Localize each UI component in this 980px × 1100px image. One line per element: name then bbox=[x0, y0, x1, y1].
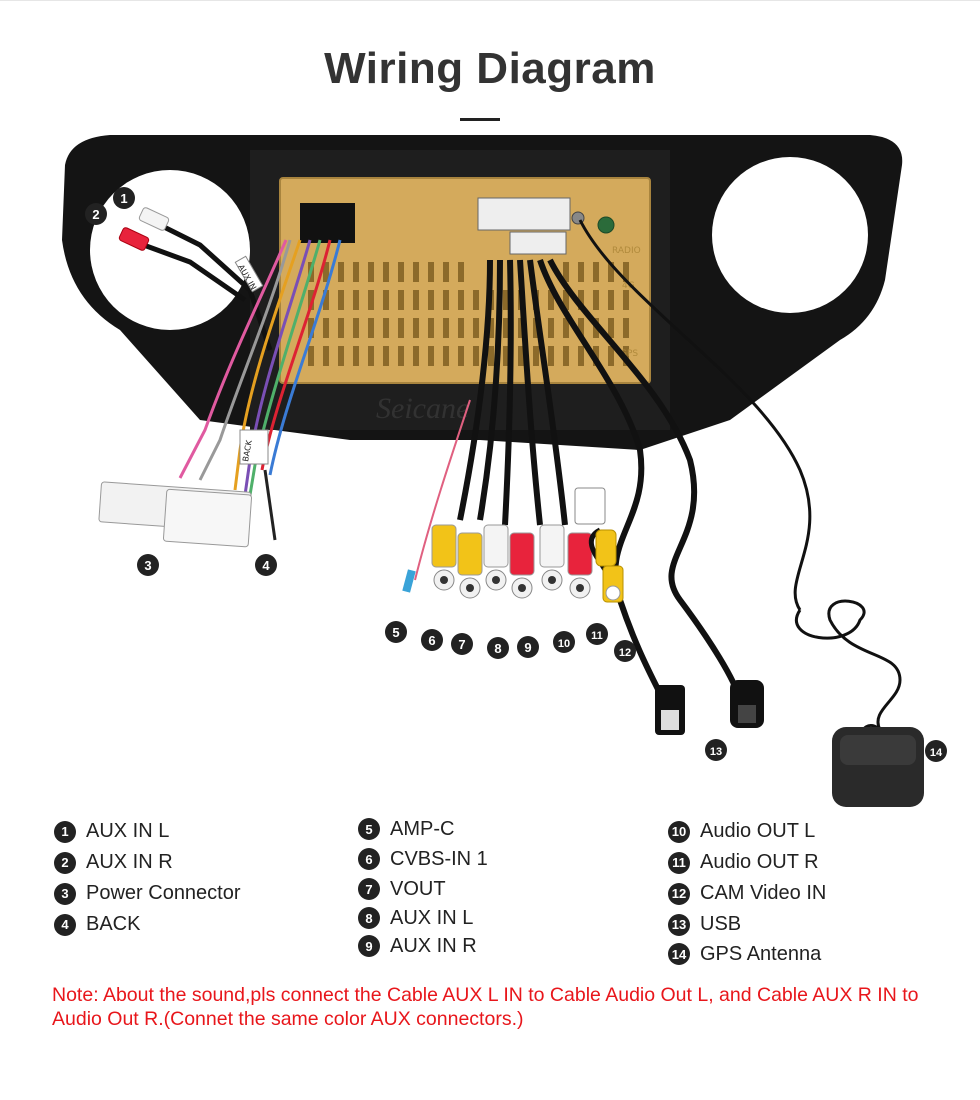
legend-label: Audio OUT L bbox=[700, 820, 816, 842]
page-title: Wiring Diagram bbox=[324, 44, 656, 93]
legend-item: 14 GPS Antenna bbox=[668, 940, 826, 968]
legend-item: 11 Audio OUT R bbox=[668, 847, 826, 878]
legend-item: 1 AUX IN L bbox=[54, 816, 241, 847]
av-cable-bundle bbox=[402, 259, 593, 599]
marker-10: 10 bbox=[553, 631, 575, 653]
legend-number-badge: 10 bbox=[668, 820, 690, 843]
legend-number-badge: 3 bbox=[54, 882, 76, 905]
svg-text:10: 10 bbox=[558, 638, 570, 650]
legend-number-badge: 1 bbox=[54, 820, 76, 843]
svg-text:3: 3 bbox=[144, 558, 151, 573]
marker-11: 11 bbox=[586, 623, 608, 645]
wiring-diagram-illustration: RADIO 4G GPS Seicane AUX IN L BACK bbox=[62, 135, 947, 807]
4g-port-label: 4G bbox=[622, 281, 635, 291]
legend-item: 7 VOUT bbox=[358, 874, 488, 904]
legend-label: AUX IN L bbox=[86, 820, 170, 842]
legend-item: 4 BACK bbox=[54, 909, 241, 940]
legend-number-badge: 6 bbox=[358, 848, 380, 870]
legend-item: 10 Audio OUT L bbox=[668, 816, 826, 847]
legend-number-badge: 12 bbox=[668, 882, 690, 905]
legend-label: AUX IN R bbox=[390, 934, 477, 957]
power-harness: BACK bbox=[98, 239, 342, 548]
sound-connection-note: Note: About the sound,pls connect the Ca… bbox=[52, 984, 919, 1030]
legend-label: AMP-C bbox=[390, 817, 455, 840]
svg-text:11: 11 bbox=[591, 630, 603, 642]
legend-item: 12 CAM Video IN bbox=[668, 878, 826, 909]
rca-plug bbox=[457, 532, 483, 599]
gps-antenna bbox=[578, 219, 924, 807]
svg-text:7: 7 bbox=[458, 637, 465, 652]
legend-column-2: 5 AMP-C 6 CVBS-IN 1 7 VOUT 8 AUX IN L 9 AUX I… bbox=[358, 814, 488, 960]
marker-8: 8 bbox=[487, 637, 509, 659]
legend-label: Audio OUT R bbox=[700, 851, 819, 873]
marker-6: 6 bbox=[421, 629, 443, 651]
legend-item: 3 Power Connector bbox=[54, 878, 241, 909]
legend-label: AUX IN L bbox=[390, 906, 474, 929]
svg-text:4: 4 bbox=[262, 558, 270, 573]
legend-label: Power Connector bbox=[86, 882, 241, 904]
number-markers: 1 2 3 4 5 6 7 8 9 10 11 12 13 14 bbox=[85, 187, 947, 762]
legend-label: BACK bbox=[86, 913, 141, 935]
svg-text:1: 1 bbox=[120, 191, 127, 206]
rca-plug bbox=[509, 532, 535, 599]
svg-text:6: 6 bbox=[428, 633, 435, 648]
unit-chassis: RADIO 4G GPS Seicane bbox=[279, 177, 651, 425]
aux-in-rca-plugs: AUX IN L bbox=[118, 207, 273, 351]
marker-1: 1 bbox=[113, 187, 135, 209]
svg-text:12: 12 bbox=[619, 647, 631, 659]
marker-13: 13 bbox=[705, 739, 727, 761]
legend-label: CVBS-IN 1 bbox=[390, 847, 488, 870]
svg-text:2: 2 bbox=[92, 207, 99, 222]
rca-plug bbox=[431, 524, 457, 591]
legend-item: 8 AUX IN L bbox=[358, 904, 488, 932]
legend-item: 13 USB bbox=[668, 909, 826, 940]
svg-text:13: 13 bbox=[710, 746, 722, 758]
marker-4: 4 bbox=[255, 554, 277, 576]
marker-2: 2 bbox=[85, 203, 107, 225]
legend-label: AUX IN R bbox=[86, 851, 173, 873]
marker-9: 9 bbox=[517, 636, 539, 658]
legend-number-badge: 7 bbox=[358, 878, 380, 900]
legend-number-badge: 8 bbox=[358, 907, 380, 929]
legend-item: 6 CVBS-IN 1 bbox=[358, 844, 488, 874]
svg-text:8: 8 bbox=[494, 641, 501, 656]
svg-text:9: 9 bbox=[524, 640, 531, 655]
legend-column-1: 1 AUX IN L 2 AUX IN R 3 Power Connector 4 BA… bbox=[54, 816, 241, 940]
back-tag: BACK bbox=[241, 439, 254, 463]
legend-column-3: 10 Audio OUT L 11 Audio OUT R 12 CAM Video … bbox=[668, 816, 826, 968]
top-divider bbox=[0, 0, 980, 1]
legend-label: VOUT bbox=[390, 877, 446, 900]
legend-label: USB bbox=[700, 913, 742, 935]
legend-number-badge: 14 bbox=[668, 943, 690, 965]
legend-number-badge: 2 bbox=[54, 851, 76, 874]
legend-item: 9 AUX IN R bbox=[358, 932, 488, 960]
legend-number-badge: 5 bbox=[358, 818, 380, 840]
legend-number-badge: 11 bbox=[668, 851, 690, 874]
marker-7: 7 bbox=[451, 633, 473, 655]
watermark-text: Seicane bbox=[376, 392, 469, 425]
legend-label: CAM Video IN bbox=[700, 882, 827, 904]
legend-item: 5 AMP-C bbox=[358, 814, 488, 844]
marker-14: 14 bbox=[925, 740, 947, 762]
legend-number-badge: 13 bbox=[668, 913, 690, 936]
legend-item: 2 AUX IN R bbox=[54, 847, 241, 878]
svg-text:5: 5 bbox=[392, 625, 399, 640]
svg-text:14: 14 bbox=[930, 747, 943, 759]
legend-number-badge: 4 bbox=[54, 913, 76, 936]
legend-number-badge: 9 bbox=[358, 935, 380, 957]
marker-12: 12 bbox=[614, 640, 636, 662]
marker-3: 3 bbox=[137, 554, 159, 576]
rca-plug bbox=[567, 532, 593, 599]
radio-port-label: RADIO bbox=[612, 246, 641, 256]
legend-label: GPS Antenna bbox=[700, 942, 822, 965]
title-underline bbox=[460, 118, 500, 121]
usb-and-cam-cables bbox=[537, 258, 764, 735]
rca-plug bbox=[483, 524, 509, 591]
marker-5: 5 bbox=[385, 621, 407, 643]
rca-plug bbox=[539, 524, 565, 591]
gps-port-label: GPS bbox=[620, 349, 638, 359]
